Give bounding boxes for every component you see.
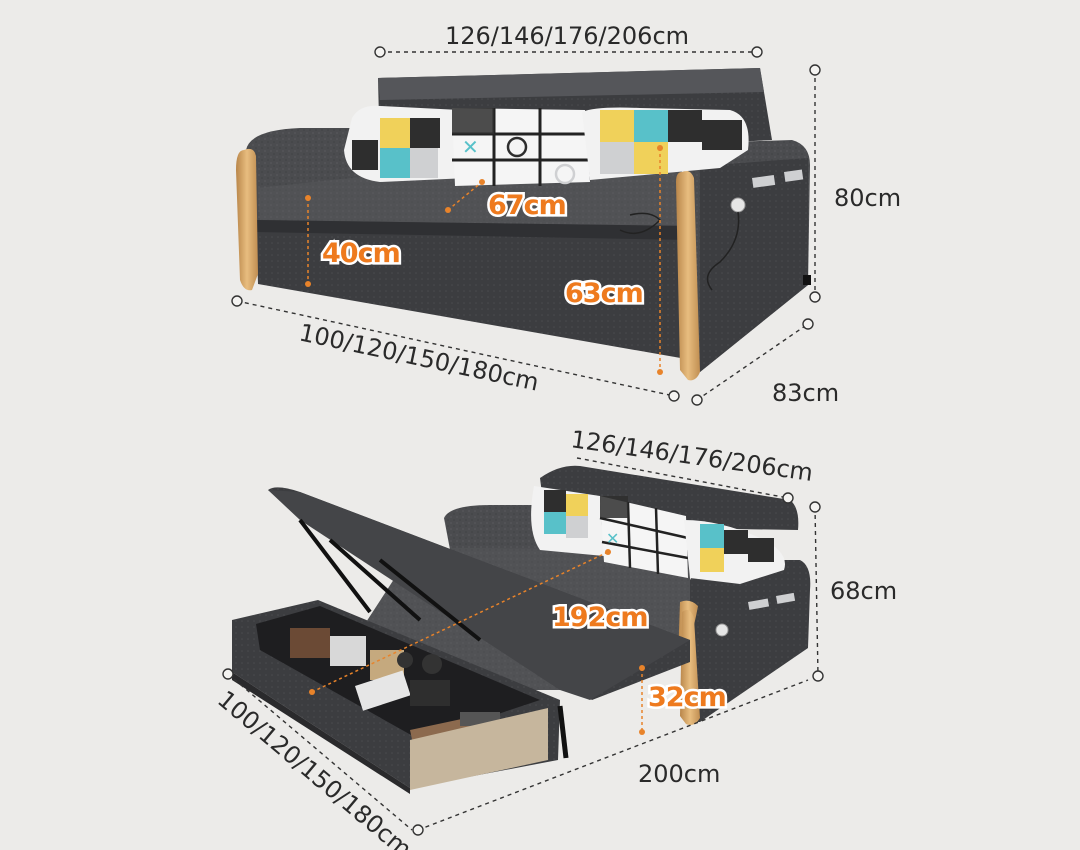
top-width-dimension: 126/146/176/206cm (374, 22, 763, 58)
bottom-bed-height-dimension: 32cm (639, 665, 729, 735)
top-pillows: ✕ (344, 105, 749, 186)
bottom-length-label: 200cm (638, 760, 720, 788)
top-arm-height-dimension: 63cm (563, 145, 663, 375)
bottom-height-label: 68cm (830, 577, 897, 605)
top-seat-height-dimension: 40cm (305, 195, 403, 287)
bottom-length-dimension: 200cm (412, 679, 809, 836)
svg-text:✕: ✕ (606, 529, 619, 548)
bottom-bed-length-label: 192cm (552, 602, 648, 633)
top-seat-depth-dimension: 67cm (445, 179, 569, 224)
top-width-label: 126/146/176/206cm (445, 22, 689, 50)
top-height-label: 80cm (834, 184, 901, 212)
top-seat-depth-label: 67cm (488, 190, 566, 221)
bottom-pillows: ✕ (531, 486, 785, 584)
top-seat-height-label: 40cm (322, 238, 400, 269)
bottom-height-dimension: 68cm (809, 501, 897, 682)
top-sofa-illustration: ✕ (236, 68, 811, 381)
top-arm-height-label: 63cm (565, 278, 643, 309)
top-height-dimension: 80cm (809, 64, 901, 303)
bottom-bed-height-label: 32cm (648, 682, 726, 713)
storage-contents (290, 628, 500, 744)
bottom-bed-length-dimension: 192cm (309, 549, 651, 695)
top-depth-label: 83cm (772, 379, 839, 407)
top-depth-dimension: 83cm (691, 318, 839, 407)
top-length-label: 100/120/150/180cm (297, 318, 542, 396)
svg-text:✕: ✕ (462, 135, 479, 159)
bottom-sofabed-illustration: ✕ (232, 465, 811, 794)
